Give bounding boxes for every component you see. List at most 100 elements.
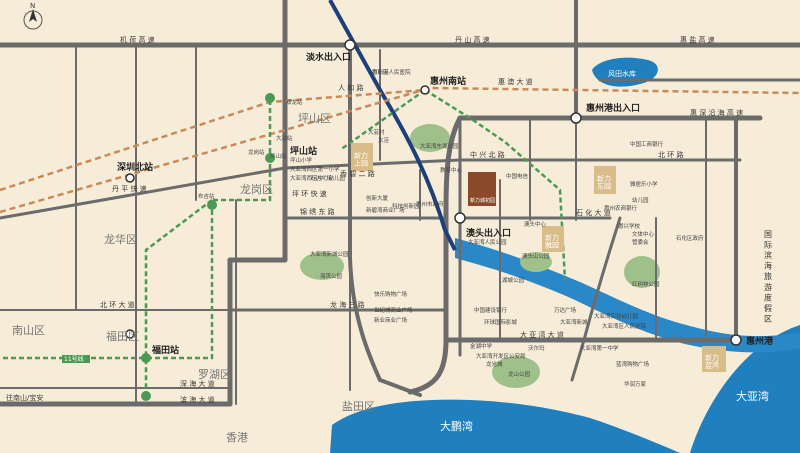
- poi-label: 创新大厦: [366, 194, 389, 202]
- poi-label: 科技创新园: [392, 202, 420, 210]
- poi-label: 大芸村: [368, 128, 385, 136]
- poi-label: 大亚湾新城公园: [310, 250, 349, 258]
- poi-label: 龙光城: [486, 360, 503, 368]
- park-hucheng: [300, 252, 344, 280]
- poi-label: 金湖中学: [470, 342, 493, 350]
- station-buji: [207, 200, 217, 210]
- poi-label: 中国建设银行: [474, 306, 508, 314]
- poi-label: 大亚湾开发区公安局: [476, 352, 526, 360]
- road-label-shenhai: 深 海 大 道: [180, 379, 215, 388]
- road-label-binhai: 滨 海 大 道: [180, 395, 215, 404]
- road-label-zhongxing: 中 兴 北 路: [470, 150, 505, 159]
- poi-label: 惠州港: [372, 68, 389, 76]
- district-nanshan: 南山区: [12, 324, 45, 337]
- poi-label: 大运站: [276, 134, 293, 142]
- road-label-pinghuan: 坪 环 快 速: [292, 189, 327, 198]
- label-block-dongyuan: 新力东园: [597, 174, 611, 191]
- poi-label: 文体中心: [632, 230, 655, 238]
- station-pingshan-metro: [265, 153, 275, 163]
- poi-label: 红树林公园: [632, 280, 660, 288]
- road-label-danping: 丹 平 快 速: [112, 184, 147, 193]
- poi-label: 双龙站: [286, 98, 303, 106]
- poi-label: 大洼: [378, 136, 390, 144]
- poi-label: 万达广场: [310, 174, 333, 182]
- label-block-lanwan: 新力蓝湾: [705, 353, 719, 370]
- poi-label: 快乐购物广场: [374, 290, 408, 298]
- compass-label: N: [30, 2, 35, 10]
- poi-label: 龙岗站: [248, 148, 265, 156]
- dayawan-sea: [690, 325, 800, 453]
- label-huizhou-port: 惠州港: [746, 335, 774, 347]
- label-futian-station: 福田站: [151, 344, 179, 356]
- road-label-beihuan-main: 北 环 大 道: [100, 300, 135, 309]
- block-lanwan: [702, 346, 726, 372]
- poi-label: 中国工商银行: [630, 140, 664, 148]
- label-block-yayuan: 新力雅园: [545, 233, 559, 250]
- station-shuanglong: [265, 93, 275, 103]
- compass: N: [23, 2, 43, 30]
- road-label-renhe: 人 和 路: [338, 83, 363, 92]
- poi-label: 龙山公园: [508, 370, 531, 378]
- edge-to-nanshan: 往南山/宝安: [6, 393, 43, 402]
- poi-label: 大亚湾第一中学: [580, 344, 619, 352]
- poi-label: 坪山小学: [290, 156, 313, 164]
- poi-label: 澳头中心: [524, 220, 547, 228]
- label-aotou-exit: 澳头出入口: [466, 227, 511, 239]
- road-label-huiyan: 惠 盐 高 速: [680, 35, 715, 44]
- blue-highway: [328, 0, 457, 251]
- poi-label: 惠兴学校: [618, 222, 641, 230]
- poi-label: 管委会: [632, 238, 649, 246]
- metro-stations: [141, 93, 275, 401]
- label-huizhou-south: 惠州南站: [430, 75, 466, 87]
- poi-label: 环球国际影城: [484, 318, 518, 326]
- poi-layer: 惠阳区人民医院龙岗站双龙站大运站坪山站布吉站坪山小学大亚湾西区第一小学大亚湾西区…: [198, 68, 704, 388]
- poi-label: 华润万家: [624, 380, 647, 388]
- district-futian: 福田区: [106, 329, 139, 343]
- poi-label: 幼儿园: [632, 196, 649, 204]
- water-fengtian: 风田水库: [608, 69, 636, 78]
- block-yayuan: [542, 226, 564, 252]
- label-block-shangyuan: 新力上园: [354, 151, 368, 168]
- poi-label: 雅居乐小学: [630, 180, 658, 188]
- interchange-markers: [125, 39, 742, 346]
- metro-tag-bg: [62, 355, 90, 363]
- poi-label: 石化区政府: [676, 234, 704, 242]
- poi-label: 坪山站: [270, 152, 287, 160]
- water-dayawan: 大亚湾: [736, 389, 769, 403]
- metro-line-11: 11号线: [64, 355, 84, 363]
- road-label-jichang: 机 荷 高 速: [120, 35, 155, 44]
- poi-label: 澳头山公园: [522, 252, 550, 260]
- road-label-coast: 惠 深 沿 海 高 速: [690, 108, 743, 117]
- poi-label: 惠阳区人民医院: [372, 68, 411, 76]
- road-label-danshan: 丹 山 高 速: [455, 35, 490, 44]
- label-shenzhen-north: 深圳北站: [117, 161, 153, 173]
- district-longgang: 龙岗区: [240, 183, 273, 196]
- poi-label: 惠州农商银行: [604, 204, 638, 212]
- label-pingshan-station: 坪山站: [290, 145, 317, 157]
- road-label-jinxiu: 锦 绣 东 路: [300, 207, 335, 216]
- road-label-shihua: 石 化 大 道: [576, 208, 611, 217]
- poi-label: 教育中心: [440, 166, 463, 174]
- district-hongkong: 香港: [226, 431, 248, 444]
- poi-label: 惠州市政府: [416, 200, 444, 208]
- poi-label: 中国电信: [506, 172, 529, 180]
- district-longhua: 龙华区: [104, 232, 137, 246]
- poi-label: 新碧湾商业广场: [366, 206, 405, 214]
- label-resort: 国 际 滨 海 旅 游 度 假 区: [764, 230, 773, 322]
- district-yantian: 盐田区: [342, 400, 375, 413]
- label-danshui-exit: 淡水出入口: [306, 51, 351, 63]
- block-shangyuan: [351, 143, 373, 171]
- block-project: [468, 172, 496, 206]
- poi-label: 大亚湾人民公园: [468, 238, 507, 246]
- park-binhai: [492, 356, 540, 388]
- poi-label: 大亚湾新城: [560, 318, 588, 326]
- water-dapeng: 大鹏湾: [440, 419, 473, 433]
- road-label-xiangsui: 香 碧 二 路: [340, 169, 375, 178]
- poi-label: 新业商业广场: [374, 316, 408, 324]
- road-network: [0, 0, 800, 407]
- poi-label: 大亚湾区人民医院: [602, 322, 647, 330]
- poi-label: 蓝湾购物广场: [616, 360, 650, 368]
- road-label-longhai: 龙 海 三 路: [330, 300, 365, 309]
